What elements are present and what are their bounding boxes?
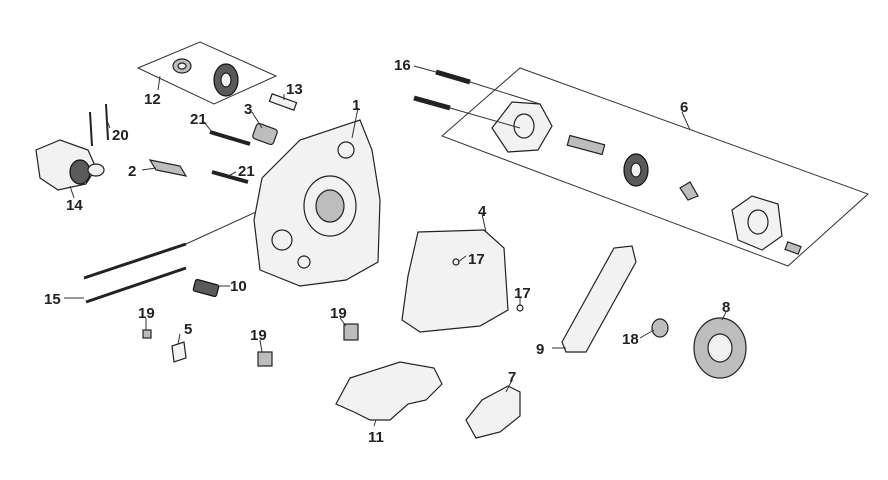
part-5-bracket: [171, 341, 187, 363]
part-15-studs: [83, 242, 187, 304]
callout-8: 8: [722, 299, 730, 316]
part-6-oil-pump: [491, 101, 802, 255]
part-9-chain: [561, 245, 637, 353]
callout-21-lower: 21: [238, 163, 255, 180]
callout-19-middle: 19: [250, 327, 267, 344]
callout-7: 7: [508, 369, 516, 386]
part-7-cover: [465, 385, 521, 439]
part-10-plug: [192, 278, 220, 298]
callout-13: 13: [286, 81, 303, 98]
callout-16: 16: [394, 57, 411, 74]
part-3-bushing: [252, 122, 278, 146]
callout-15: 15: [44, 291, 61, 308]
callout-10: 10: [230, 278, 247, 295]
callout-9: 9: [536, 341, 544, 358]
callout-19-left: 19: [138, 305, 155, 322]
part-12-seal-gear: [172, 58, 239, 97]
callout-19-right: 19: [330, 305, 347, 322]
leader-lines: [64, 65, 727, 427]
part-11-plate: [335, 361, 443, 421]
callout-2: 2: [128, 163, 136, 180]
callout-1: 1: [352, 97, 360, 114]
part-2-clip: [148, 159, 188, 177]
callout-18: 18: [622, 331, 639, 348]
part-20-screws: [89, 103, 109, 147]
callout-3: 3: [244, 101, 252, 118]
part-8-sprocket: [693, 317, 747, 379]
callout-6: 6: [680, 99, 688, 116]
group-box-6: [441, 67, 869, 267]
part-1-crankcase: [253, 119, 381, 287]
callout-20: 20: [112, 127, 129, 144]
callout-4: 4: [478, 203, 487, 220]
part-4-gasket: [401, 229, 509, 333]
callout-14: 14: [66, 197, 83, 214]
part-14-starter-motor: [35, 139, 105, 191]
part-19-bolts: [142, 323, 359, 367]
callout-5: 5: [184, 321, 192, 338]
part-18-seal: [651, 318, 669, 338]
callout-17-lower: 17: [514, 285, 531, 302]
group-box-12: [136, 41, 278, 105]
callout-12: 12: [144, 91, 161, 108]
callout-17-upper: 17: [468, 251, 485, 268]
callout-21-upper: 21: [190, 111, 207, 128]
callout-11: 11: [368, 429, 384, 446]
part-16-bolts: [413, 69, 471, 111]
part-21-bolts: [209, 130, 251, 184]
